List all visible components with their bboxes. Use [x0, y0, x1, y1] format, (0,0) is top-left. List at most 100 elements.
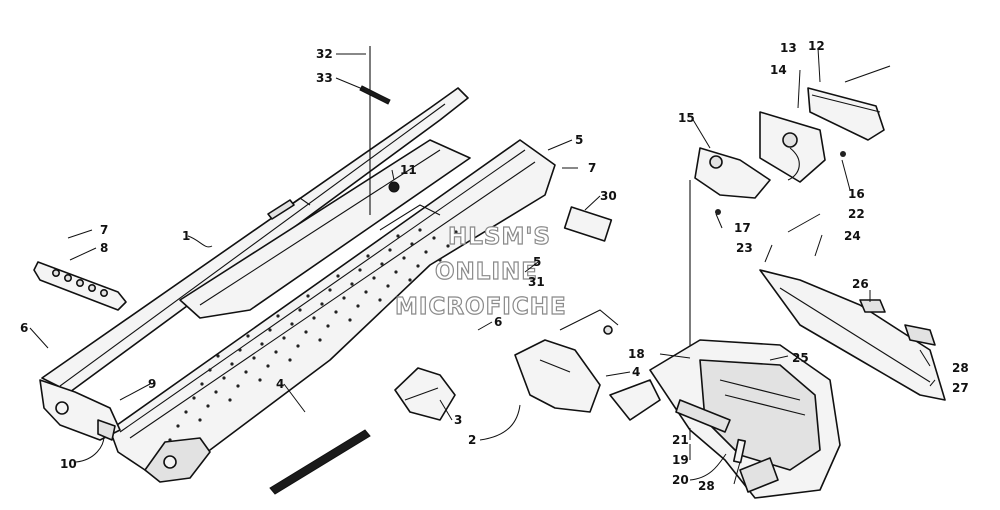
callout-23: 23 [736, 241, 753, 255]
watermark-line-2: ONLINE [435, 259, 538, 285]
panel-hole [380, 262, 384, 266]
panel-hole [454, 230, 458, 234]
side-panel [109, 139, 556, 483]
panel-hole [222, 376, 226, 380]
callout-28-bottom: 28 [698, 479, 715, 493]
panel-hole [208, 368, 212, 372]
panel-hole [336, 274, 340, 278]
panel-hole [356, 304, 360, 308]
callout-25: 25 [792, 351, 809, 365]
callout-27: 27 [952, 381, 969, 395]
callout-21: 21 [672, 433, 689, 447]
taillight-housing [807, 87, 885, 141]
callout-4-center: 4 [632, 365, 640, 379]
callout-11: 11 [400, 163, 417, 177]
panel-hole [366, 254, 370, 258]
callout-22: 22 [848, 207, 865, 221]
panel-hole [418, 228, 422, 232]
panel-hole [424, 250, 428, 254]
panel-hole [296, 344, 300, 348]
panel-hole [268, 328, 272, 332]
panel-hole [258, 378, 262, 382]
panel-hole [318, 338, 322, 342]
taillight-lens [694, 147, 771, 199]
panel-hole [244, 370, 248, 374]
watermark-line-3: MICROFICHE [395, 294, 567, 320]
panel-hole [206, 404, 210, 408]
panel-hole [388, 248, 392, 252]
panel-hole [238, 348, 242, 352]
callout-2: 2 [468, 433, 476, 447]
panel-hole [230, 362, 234, 366]
callout-15: 15 [678, 111, 695, 125]
callout-9: 9 [148, 377, 156, 391]
bracket-strip [33, 261, 127, 311]
callout-6-left: 6 [20, 321, 28, 335]
panel-hole [276, 314, 280, 318]
panel-hole [252, 356, 256, 360]
panel-hole [184, 410, 188, 414]
bracket-3 [394, 367, 456, 421]
panel-hole [386, 284, 390, 288]
panel-hole [320, 302, 324, 306]
panel-hole [312, 316, 316, 320]
panel-holes [168, 228, 458, 442]
callout-12: 12 [808, 39, 825, 53]
callout-6-center: 6 [494, 315, 502, 329]
callout-30: 30 [600, 189, 617, 203]
panel-hole [438, 258, 442, 262]
callout-14: 14 [770, 63, 787, 77]
panel-hole [364, 290, 368, 294]
callout-3: 3 [454, 413, 462, 427]
callout-5: 5 [575, 133, 583, 147]
panel-hole [348, 318, 352, 322]
panel-hole [192, 396, 196, 400]
callout-8: 8 [100, 241, 108, 255]
panel-hole [260, 342, 264, 346]
callout-16: 16 [848, 187, 865, 201]
panel-hole [236, 384, 240, 388]
panel-hole [168, 438, 172, 442]
hitch-bracket-2 [514, 309, 619, 413]
callout-33: 33 [316, 71, 333, 85]
plate-30 [563, 206, 613, 242]
panel-hole [334, 310, 338, 314]
panel-hole [432, 236, 436, 240]
snow-flap [759, 269, 946, 401]
callout-7: 7 [588, 161, 596, 175]
lens-plate [759, 111, 826, 183]
callout-18: 18 [628, 347, 645, 361]
panel-hole [246, 334, 250, 338]
panel-hole [416, 264, 420, 268]
watermark-line-1: HLSM'S [448, 224, 551, 250]
nut-11 [388, 181, 400, 193]
front-end-bracket [39, 379, 121, 441]
panel-hole [372, 276, 376, 280]
panel-hole [378, 298, 382, 302]
panel-hole [198, 418, 202, 422]
panel-hole [176, 424, 180, 428]
panel-hole [446, 244, 450, 248]
panel-hole [266, 364, 270, 368]
panel-hole [216, 354, 220, 358]
panel-hole [402, 256, 406, 260]
rear-bumper [609, 339, 841, 499]
panel-hole [408, 278, 412, 282]
watermark: HLSM'S ONLINE MICROFICHE [394, 223, 567, 320]
callout-4-left: 4 [276, 377, 284, 391]
callout-28-right: 28 [952, 361, 969, 375]
callout-31: 31 [528, 275, 545, 289]
callout-17: 17 [734, 221, 751, 235]
callout-10: 10 [60, 457, 77, 471]
callout-24: 24 [844, 229, 861, 243]
panel-hole [326, 324, 330, 328]
panel-hole [342, 296, 346, 300]
callout-5-center: 5 [533, 255, 541, 269]
panel-hole [350, 282, 354, 286]
callout-labels: 32 33 11 5 7 30 7 8 1 6 6 9 10 4 5 31 4 … [20, 39, 969, 493]
callout-20: 20 [672, 473, 689, 487]
callout-1: 1 [182, 229, 190, 243]
panel-hole [298, 308, 302, 312]
panel-hole [304, 330, 308, 334]
